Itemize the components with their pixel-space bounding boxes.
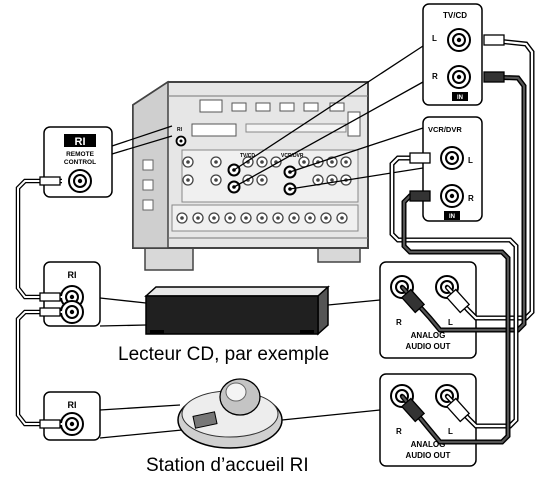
ri-box-bottom: RI	[43, 391, 101, 441]
cd-player	[99, 285, 381, 336]
tvcd-title: TV/CD	[443, 11, 467, 20]
vcrdvr-in-badge	[444, 211, 460, 220]
audio-out-2-l: L	[448, 427, 453, 436]
tvcd-right-label: R	[432, 72, 438, 81]
audio-out-2-line2: AUDIO OUT	[406, 451, 451, 460]
audio-out-1-line2: AUDIO OUT	[406, 342, 451, 351]
receiver-tvcd-label: TV/CD	[240, 153, 255, 159]
receiver-vcrdvr-label: VCR/DVR	[281, 153, 304, 159]
ri-top-jack-2	[60, 300, 84, 324]
dock-caption: Station d’accueil RI	[146, 455, 309, 476]
cd-player-caption: Lecteur CD, par exemple	[118, 344, 330, 365]
ri-bottom-label: RI	[68, 400, 77, 410]
remote-control-callout: RI REMOTE CONTROL	[43, 126, 113, 198]
vcrdvr-left-jack	[440, 146, 464, 170]
tvcd-callout: TV/CD L R IN	[422, 3, 483, 106]
audio-cables	[389, 34, 535, 445]
audio-out-1-r: R	[396, 318, 402, 327]
ri-dock	[99, 378, 381, 449]
tvcd-left-jack	[447, 28, 471, 52]
remote-ri-logo: RI	[75, 136, 86, 148]
remote-control-jack	[68, 169, 92, 193]
vcrdvr-right-jack	[440, 184, 464, 208]
svg-text:IN: IN	[457, 95, 463, 101]
receiver-ri-label: RI	[177, 127, 183, 133]
audio-out-1-l: L	[448, 318, 453, 327]
vcrdvr-callout: VCR/DVR L R IN	[422, 116, 483, 222]
svg-text:IN: IN	[449, 214, 455, 220]
ri-bottom-jack	[60, 412, 84, 436]
callout-lines	[111, 45, 424, 190]
vcrdvr-right-label: R	[468, 194, 474, 203]
ri-top-label: RI	[68, 270, 77, 280]
remote-label-2: CONTROL	[64, 159, 96, 166]
tvcd-right-jack	[447, 65, 471, 89]
audio-out-1-line1: ANALOG	[411, 331, 446, 340]
audio-out-2-r: R	[396, 427, 402, 436]
vcrdvr-left-label: L	[468, 156, 473, 165]
remote-label-1: REMOTE	[66, 151, 94, 158]
audio-out-2-line1: ANALOG	[411, 440, 446, 449]
ri-cables	[15, 176, 62, 429]
receiver-rear-panel: RI TV/CD VCR/DVR	[132, 80, 369, 271]
tvcd-left-label: L	[432, 34, 437, 43]
tvcd-in-badge	[452, 92, 468, 101]
vcrdvr-title: VCR/DVR	[428, 125, 462, 134]
